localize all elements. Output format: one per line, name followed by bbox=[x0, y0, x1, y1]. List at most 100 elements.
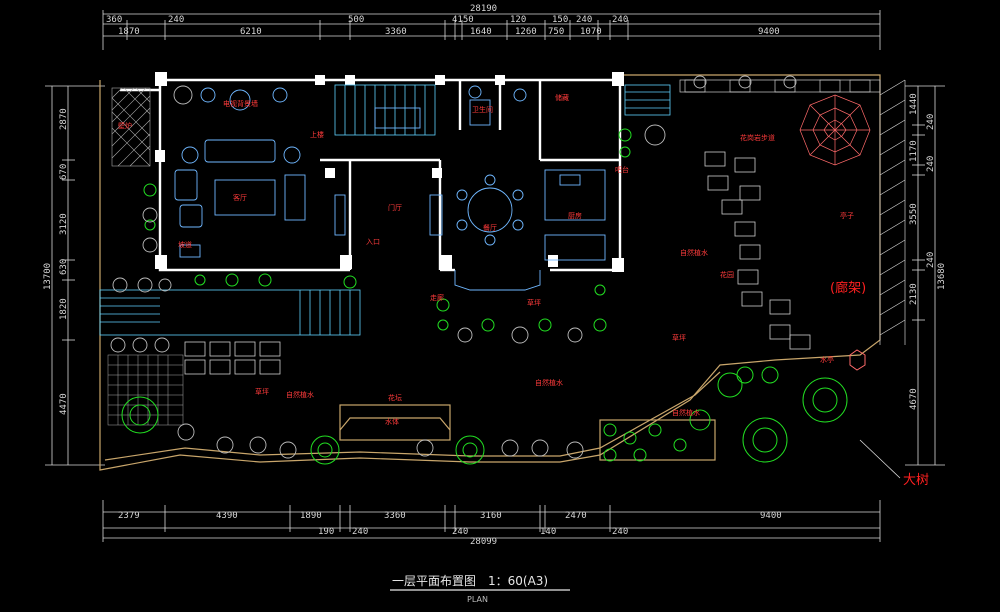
left-dimension-text: 2870 670 3120 630 1820 13700 4470 bbox=[43, 108, 69, 415]
pergola-structure bbox=[679, 79, 906, 345]
dim-right-8: 4670 bbox=[909, 388, 919, 410]
big-tree-leader bbox=[859, 439, 901, 479]
label-dining-room: 餐厅 bbox=[483, 223, 497, 232]
dim-top-8: 240 bbox=[612, 15, 628, 25]
label-big-tree: 大树 bbox=[903, 473, 929, 488]
site-boundary bbox=[99, 74, 881, 471]
top-dimension-lines bbox=[102, 10, 881, 50]
label-stone-path: 花岗岩步道 bbox=[740, 133, 775, 142]
dim-top-4: 4150 bbox=[452, 15, 474, 25]
top-dimension-text: 28190 360 240 500 4150 120 150 240 240 1… bbox=[106, 4, 780, 37]
dim-left-3: 3120 bbox=[59, 213, 69, 235]
dim-top-3: 500 bbox=[348, 15, 364, 25]
furniture bbox=[174, 85, 606, 291]
label-pavilion: 亭子 bbox=[840, 211, 854, 220]
dim-bottom-b4: 140 bbox=[540, 527, 556, 537]
label-shrub-3: 自然植水 bbox=[680, 248, 708, 257]
label-lawn-3: 草坪 bbox=[672, 333, 686, 342]
bottom-dimension-lines bbox=[102, 500, 881, 542]
columns bbox=[155, 72, 624, 272]
label-lawn-2: 草坪 bbox=[527, 298, 541, 307]
dim-bottom-total: 28099 bbox=[470, 537, 497, 547]
dim-bottom-b2: 240 bbox=[352, 527, 368, 537]
label-water-feature: 水体 bbox=[385, 417, 399, 426]
dim-right-2: 240 bbox=[926, 114, 936, 130]
label-bar: 吧台 bbox=[615, 165, 629, 174]
dim-top-6: 150 bbox=[552, 15, 568, 25]
dim-top-b5: 1260 bbox=[515, 27, 537, 37]
dim-top-total: 28190 bbox=[470, 4, 497, 14]
right-dimension-lines bbox=[905, 85, 945, 466]
label-shrub-1: 自然植水 bbox=[286, 390, 314, 399]
dim-left-4: 630 bbox=[59, 259, 69, 275]
fireplace-hatch bbox=[111, 87, 151, 167]
label-planter: 花坛 bbox=[388, 393, 402, 402]
label-toilet: 卫生间 bbox=[472, 105, 493, 114]
pavilion-web bbox=[799, 94, 871, 166]
dim-bottom-b3: 240 bbox=[452, 527, 468, 537]
dim-top-b1: 1870 bbox=[118, 27, 140, 37]
dim-top-5: 120 bbox=[510, 15, 526, 25]
label-corridor: 走廊 bbox=[430, 293, 444, 302]
label-fireplace: 壁炉 bbox=[118, 121, 132, 130]
hex-pavilion-shape bbox=[849, 349, 866, 371]
stairs bbox=[99, 84, 671, 336]
dim-left-1: 2870 bbox=[59, 108, 69, 130]
dim-top-b8: 9400 bbox=[758, 27, 780, 37]
dim-bottom-6: 2470 bbox=[565, 511, 587, 521]
stepping-stones bbox=[184, 151, 811, 375]
dim-top-b3: 3360 bbox=[385, 27, 407, 37]
label-stair-up: 上楼 bbox=[310, 130, 324, 139]
dim-top-b4: 1640 bbox=[470, 27, 492, 37]
right-dimension-text: 1440 240 1170 240 3550 240 2130 4670 136… bbox=[909, 93, 947, 410]
label-shrub-2: 自然植水 bbox=[535, 378, 563, 387]
dim-left-total: 13700 bbox=[43, 263, 53, 290]
plan-labels: 客厅 餐厅 厨房 门厅 花园 (廊架) 大树 水体 草坪 草坪 草坪 自然植水 … bbox=[118, 93, 929, 488]
dim-bottom-5: 3160 bbox=[480, 511, 502, 521]
label-tv-wall: 电视背景墙 bbox=[223, 99, 258, 108]
label-ramp: 坡道 bbox=[178, 240, 192, 249]
gray-plants bbox=[110, 75, 797, 459]
dim-right-1: 1440 bbox=[909, 93, 919, 115]
label-lawn-1: 草坪 bbox=[255, 387, 269, 396]
bottom-dimension-text: 2379 4390 1890 3360 3160 2470 9400 190 2… bbox=[118, 511, 782, 547]
label-storage: 储藏 bbox=[555, 93, 569, 102]
dim-bottom-2: 4390 bbox=[216, 511, 238, 521]
dim-right-total: 13680 bbox=[937, 263, 947, 290]
dim-right-3: 1170 bbox=[909, 140, 919, 162]
dim-bottom-7: 9400 bbox=[760, 511, 782, 521]
dim-top-b6: 750 bbox=[548, 27, 564, 37]
drawing-scale: 1：60(A3) bbox=[488, 574, 548, 588]
dim-bottom-4: 3360 bbox=[384, 511, 406, 521]
house-walls bbox=[120, 78, 622, 272]
dim-top-2: 240 bbox=[168, 15, 184, 25]
dim-right-6: 240 bbox=[926, 252, 936, 268]
dim-left-5: 1820 bbox=[59, 298, 69, 320]
label-hex-pavilion: 水亭 bbox=[820, 355, 834, 364]
dim-right-5: 3550 bbox=[909, 203, 919, 225]
label-living-room: 客厅 bbox=[233, 193, 247, 202]
dim-top-b7: 1070 bbox=[580, 27, 602, 37]
dim-right-4: 240 bbox=[926, 156, 936, 172]
dim-top-b2: 6210 bbox=[240, 27, 262, 37]
label-kitchen: 厨房 bbox=[568, 211, 582, 220]
drawing-title: 一层平面布置图 bbox=[392, 574, 476, 588]
label-entrance-hall: 门厅 bbox=[388, 203, 402, 212]
label-pergola: (廊架) bbox=[830, 280, 866, 296]
dim-left-small: 4470 bbox=[59, 393, 69, 415]
dim-top-7: 240 bbox=[576, 15, 592, 25]
patio-paving bbox=[107, 354, 184, 426]
green-plants bbox=[121, 128, 848, 465]
label-garden: 花园 bbox=[720, 270, 734, 279]
dim-bottom-b1: 190 bbox=[318, 527, 334, 537]
drawing-subtitle: PLAN bbox=[467, 595, 488, 604]
dim-right-7: 2130 bbox=[909, 283, 919, 305]
left-dimension-lines bbox=[45, 85, 105, 466]
dim-bottom-b5: 240 bbox=[612, 527, 628, 537]
dim-left-2: 670 bbox=[59, 164, 69, 180]
title-block: 一层平面布置图 1：60(A3) PLAN bbox=[390, 574, 570, 604]
dim-bottom-1: 2379 bbox=[118, 511, 140, 521]
dim-bottom-3: 1890 bbox=[300, 511, 322, 521]
